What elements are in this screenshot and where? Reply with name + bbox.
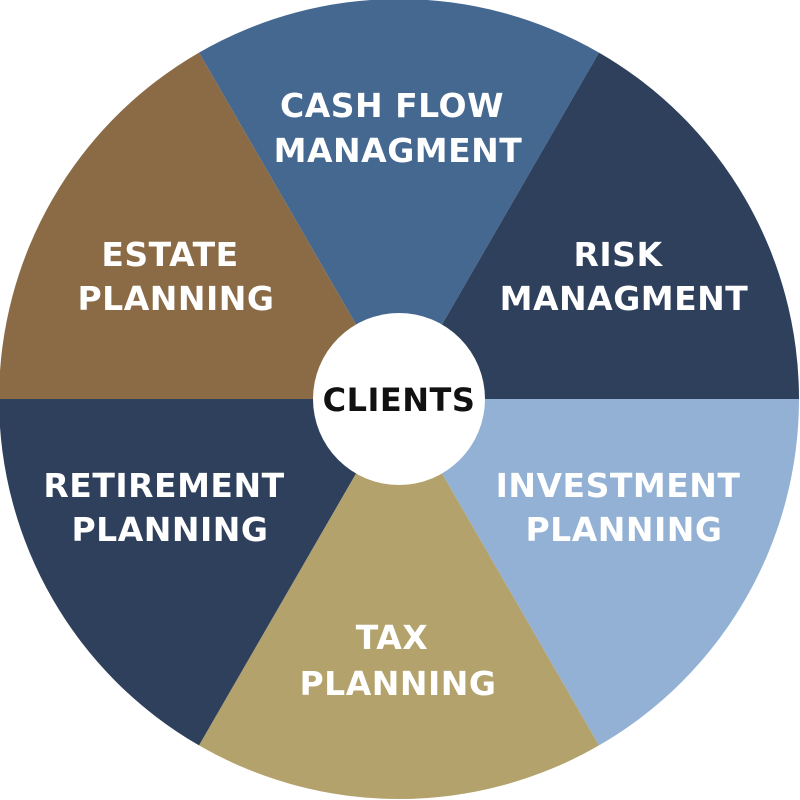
segment-label-retirement: RETIREMENT PLANNING [43,466,296,549]
segment-label-investment: INVESTMENT PLANNING [496,466,753,549]
center-hub [313,313,485,485]
segment-label-tax: TAX PLANNING [300,618,497,703]
segment-risk [399,52,799,400]
segment-estate [0,52,399,399]
segment-cash-flow [199,0,599,399]
segment-investment [399,399,799,746]
segment-label-cash-flow: CASH FLOW MANAGMENT [274,86,523,170]
segment-label-risk: RISK MANAGMENT [500,235,749,318]
segment-tax [199,399,599,799]
center-label: CLIENTS [323,381,476,419]
segment-retirement [0,399,399,746]
segment-label-estate: ESTATE PLANNING [78,235,275,318]
